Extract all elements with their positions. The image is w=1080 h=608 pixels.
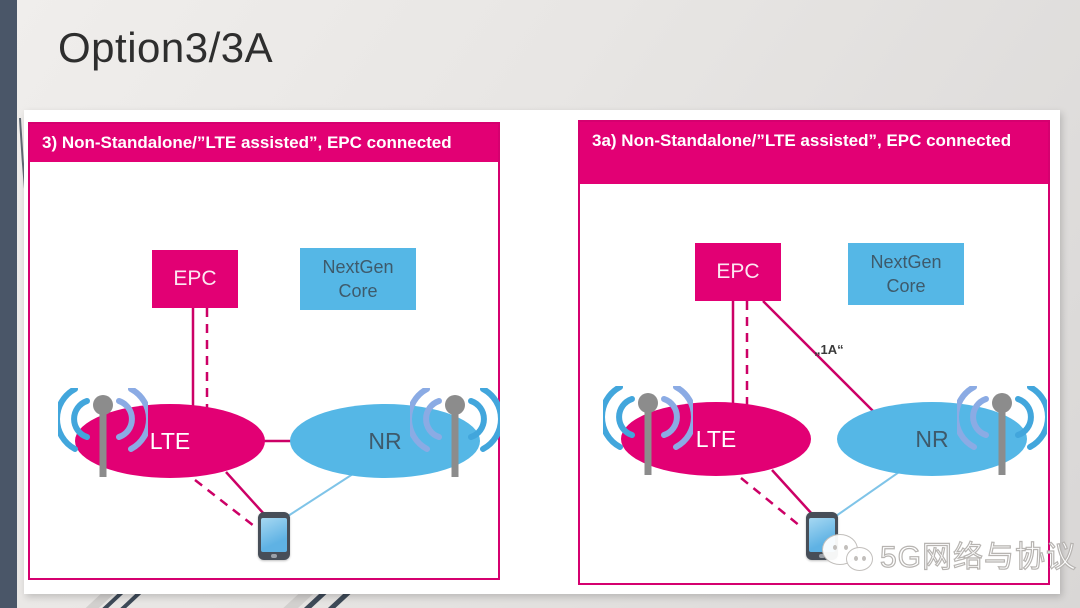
lte-node: LTE [621, 402, 811, 476]
nr-node: NR [837, 402, 1027, 476]
option3-connection-lines [191, 308, 357, 527]
wechat-icon [820, 530, 876, 578]
smartphone-icon [258, 512, 290, 560]
s1u-link-label: „1A“ [814, 342, 844, 357]
option3a-connection-lines [731, 300, 903, 527]
lte-node: LTE [75, 404, 265, 478]
nr-node: NR [290, 404, 480, 478]
watermark-text: 5G网络与协议 [879, 540, 1078, 574]
option3a-panel-title: 3a) Non-Standalone/”LTE assisted”, EPC c… [580, 122, 1048, 184]
nextgen-core-node: NextGen Core [300, 248, 416, 310]
epc-node: EPC [695, 243, 781, 301]
antenna-icon [58, 388, 148, 477]
epc-node: EPC [152, 250, 238, 308]
antenna-icon [957, 386, 1047, 475]
antenna-icon [603, 386, 693, 475]
option3-panel-title: 3) Non-Standalone/”LTE assisted”, EPC co… [30, 124, 498, 162]
nextgen-core-node: NextGen Core [848, 243, 964, 305]
page-title: Option3/3A [58, 24, 274, 71]
option3a-diagram: EPC NextGen Core LTE NR „1A“ [580, 184, 1048, 581]
option3a-panel: 3a) Non-Standalone/”LTE assisted”, EPC c… [578, 120, 1050, 585]
option3-diagram: EPC NextGen Core LTE NR [30, 162, 500, 578]
watermark: 5G网络与协议 [820, 530, 1077, 578]
left-accent-bar [0, 0, 17, 608]
option3-panel: 3) Non-Standalone/”LTE assisted”, EPC co… [28, 122, 500, 580]
antenna-icon [410, 388, 500, 477]
